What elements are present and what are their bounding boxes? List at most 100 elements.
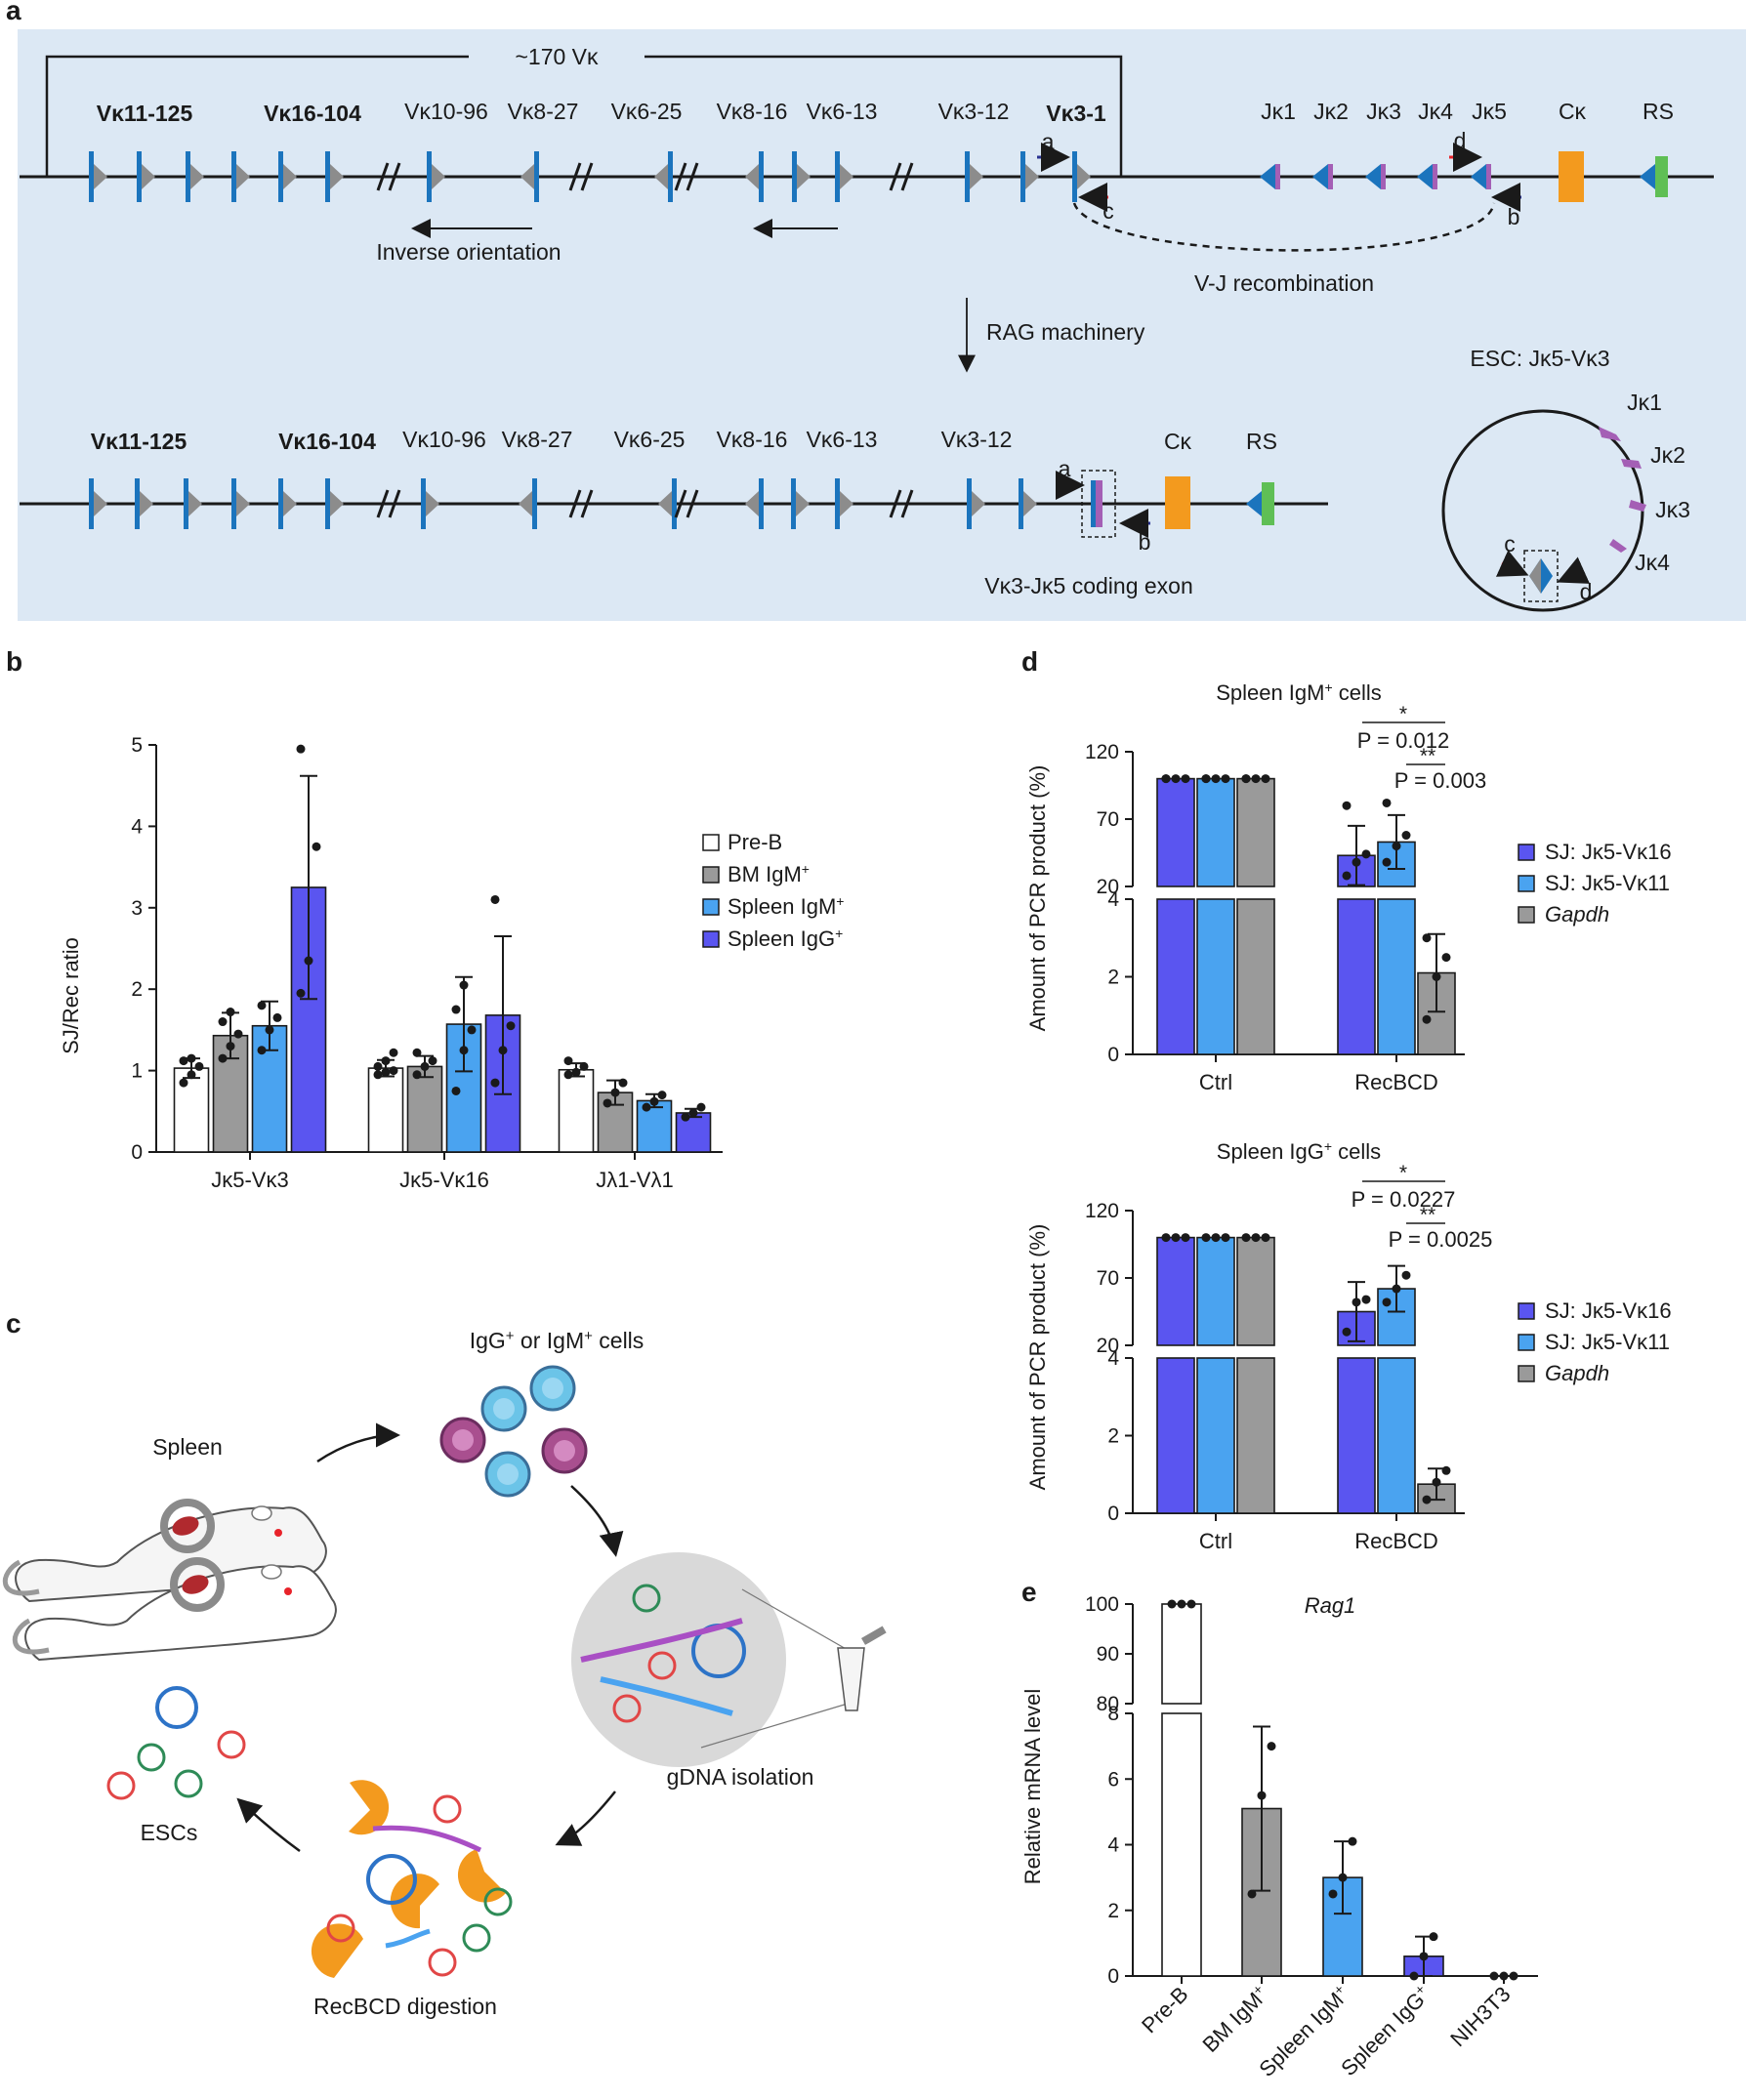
e-data-point — [1167, 1599, 1177, 1609]
b-cells-illustration — [439, 1365, 588, 1498]
escs-illustration — [106, 1686, 246, 1800]
v-segment-gene — [532, 478, 537, 529]
recbcd-illustration — [311, 1780, 513, 1978]
d-y-axis-label: Amount of PCR product (%) — [1025, 765, 1050, 1032]
e-data-point — [1328, 1889, 1338, 1899]
e-x-tick-label: NIH3T3 — [1445, 1982, 1515, 2051]
b-legend-label: Pre-B — [728, 830, 782, 854]
v-segment-rss — [236, 491, 250, 516]
b-legend-swatch — [702, 834, 720, 851]
esc-j-label-1: Jκ1 — [1627, 390, 1662, 415]
locus-break — [376, 489, 390, 518]
d-legend-label: Gapdh — [1545, 902, 1609, 926]
d-data-point — [1382, 857, 1392, 867]
bar-upper — [1196, 1236, 1235, 1346]
spleen-label: Spleen — [152, 1434, 223, 1460]
y-tick-label: 0 — [1107, 1044, 1119, 1066]
top-locus-breaks — [376, 162, 914, 191]
top-v-label-9: Vκ3-1 — [1046, 101, 1106, 126]
y-tick-label: 20 — [1097, 1335, 1119, 1357]
top-j-label-5: Jκ5 — [1472, 99, 1507, 124]
v-segment-rss — [840, 491, 853, 516]
b-bar — [558, 1068, 595, 1153]
spleen-organ-2 — [182, 1575, 209, 1594]
bottom-c-exon — [1165, 476, 1190, 529]
arrow-cells-to-gdna — [570, 1485, 624, 1557]
e-data-point — [1186, 1599, 1196, 1609]
bar-lower — [1337, 898, 1376, 1055]
b-y-tick-label: 0 — [131, 1141, 143, 1164]
y-tick-label: 70 — [1097, 808, 1119, 831]
v-segment-gene — [835, 478, 840, 529]
b-x-tick-label: Jλ1-Vλ1 — [596, 1168, 673, 1192]
b-data-point — [681, 1112, 690, 1122]
spleen-ring-2 — [170, 1557, 225, 1612]
locus-break — [568, 489, 582, 518]
b-data-point — [389, 1048, 398, 1057]
y-tick-label: 4 — [1107, 1347, 1119, 1370]
bottom-v-label-7: Vκ6-13 — [807, 427, 878, 452]
escs-label: ESCs — [141, 1820, 198, 1845]
rag-label: RAG machinery — [986, 319, 1145, 345]
b-data-point — [381, 1056, 391, 1066]
b-data-point — [467, 1025, 477, 1035]
b-data-point — [688, 1108, 698, 1118]
d-data-point — [1432, 1477, 1441, 1487]
y-tick-label: 0 — [1107, 1503, 1119, 1525]
v-segment-gene — [427, 151, 432, 202]
y-tick-label: 2 — [1107, 1425, 1119, 1448]
d-data-point — [1211, 1233, 1221, 1243]
bar-lower — [1337, 1357, 1376, 1514]
bottom-v-label-3: Vκ10-96 — [402, 427, 486, 452]
d-legend-swatch — [1518, 1302, 1535, 1320]
panel-a: a ~170 Vκ Vκ11-125 Vκ16-104 Vκ10-96 Vκ8-… — [6, 0, 1746, 621]
top-v-label-5: Vκ6-25 — [611, 99, 683, 124]
d-data-point — [1181, 1233, 1190, 1243]
d-p-value: P = 0.003 — [1394, 768, 1486, 793]
bar-lower — [1196, 1357, 1235, 1514]
d-legend-label: SJ: Jκ5-Vκ11 — [1545, 1330, 1670, 1354]
d-legend-swatch — [1518, 906, 1535, 924]
gdna-illustration — [571, 1552, 887, 1767]
b-y-tick-label: 2 — [131, 978, 143, 1001]
locus-break — [889, 489, 902, 518]
y-tick-label: 80 — [1097, 1693, 1119, 1715]
v-segment-rss — [330, 164, 344, 189]
d-data-point — [1181, 774, 1190, 784]
b-bar — [675, 1112, 712, 1153]
v-segment-rss — [283, 164, 297, 189]
b-data-point — [579, 1061, 589, 1071]
b-data-point — [296, 988, 306, 998]
v-segment-gene — [325, 151, 330, 202]
d-data-point — [1171, 1233, 1181, 1243]
locus-break — [580, 162, 594, 191]
top-v-label-8: Vκ3-12 — [938, 99, 1010, 124]
b-y-tick-label: 4 — [131, 815, 143, 838]
y-tick-label: 20 — [1097, 876, 1119, 898]
d-sig-stars: * — [1399, 703, 1407, 725]
b-data-point — [420, 1061, 430, 1071]
bar-lower — [1236, 898, 1275, 1055]
panel-b-label: b — [6, 646, 22, 677]
d-data-point — [1392, 1284, 1401, 1294]
locus-break — [900, 162, 914, 191]
b-data-point — [428, 1056, 437, 1066]
d-data-point — [1161, 774, 1171, 784]
d-sig-stars: ** — [1420, 745, 1435, 767]
esc-primer-c-arrow — [1495, 550, 1529, 577]
b-x-tick-label: Jκ5-Vκ16 — [399, 1168, 489, 1192]
v-segment-gene — [421, 478, 426, 529]
v-segment-gene — [325, 478, 330, 529]
d-data-point — [1251, 774, 1261, 784]
b-bar — [367, 1067, 404, 1153]
v-segment-rss — [1023, 491, 1037, 516]
bottom-v-label-1: Vκ11-125 — [91, 429, 187, 454]
bar-lower — [1377, 1357, 1416, 1514]
top-v-label-1: Vκ11-125 — [97, 101, 193, 126]
b-data-point — [451, 1086, 461, 1095]
b-x-tick-label: Jκ5-Vκ3 — [211, 1168, 288, 1192]
d-x-tick-label: RecBCD — [1354, 1529, 1438, 1553]
y-tick-label: 8 — [1107, 1703, 1119, 1725]
